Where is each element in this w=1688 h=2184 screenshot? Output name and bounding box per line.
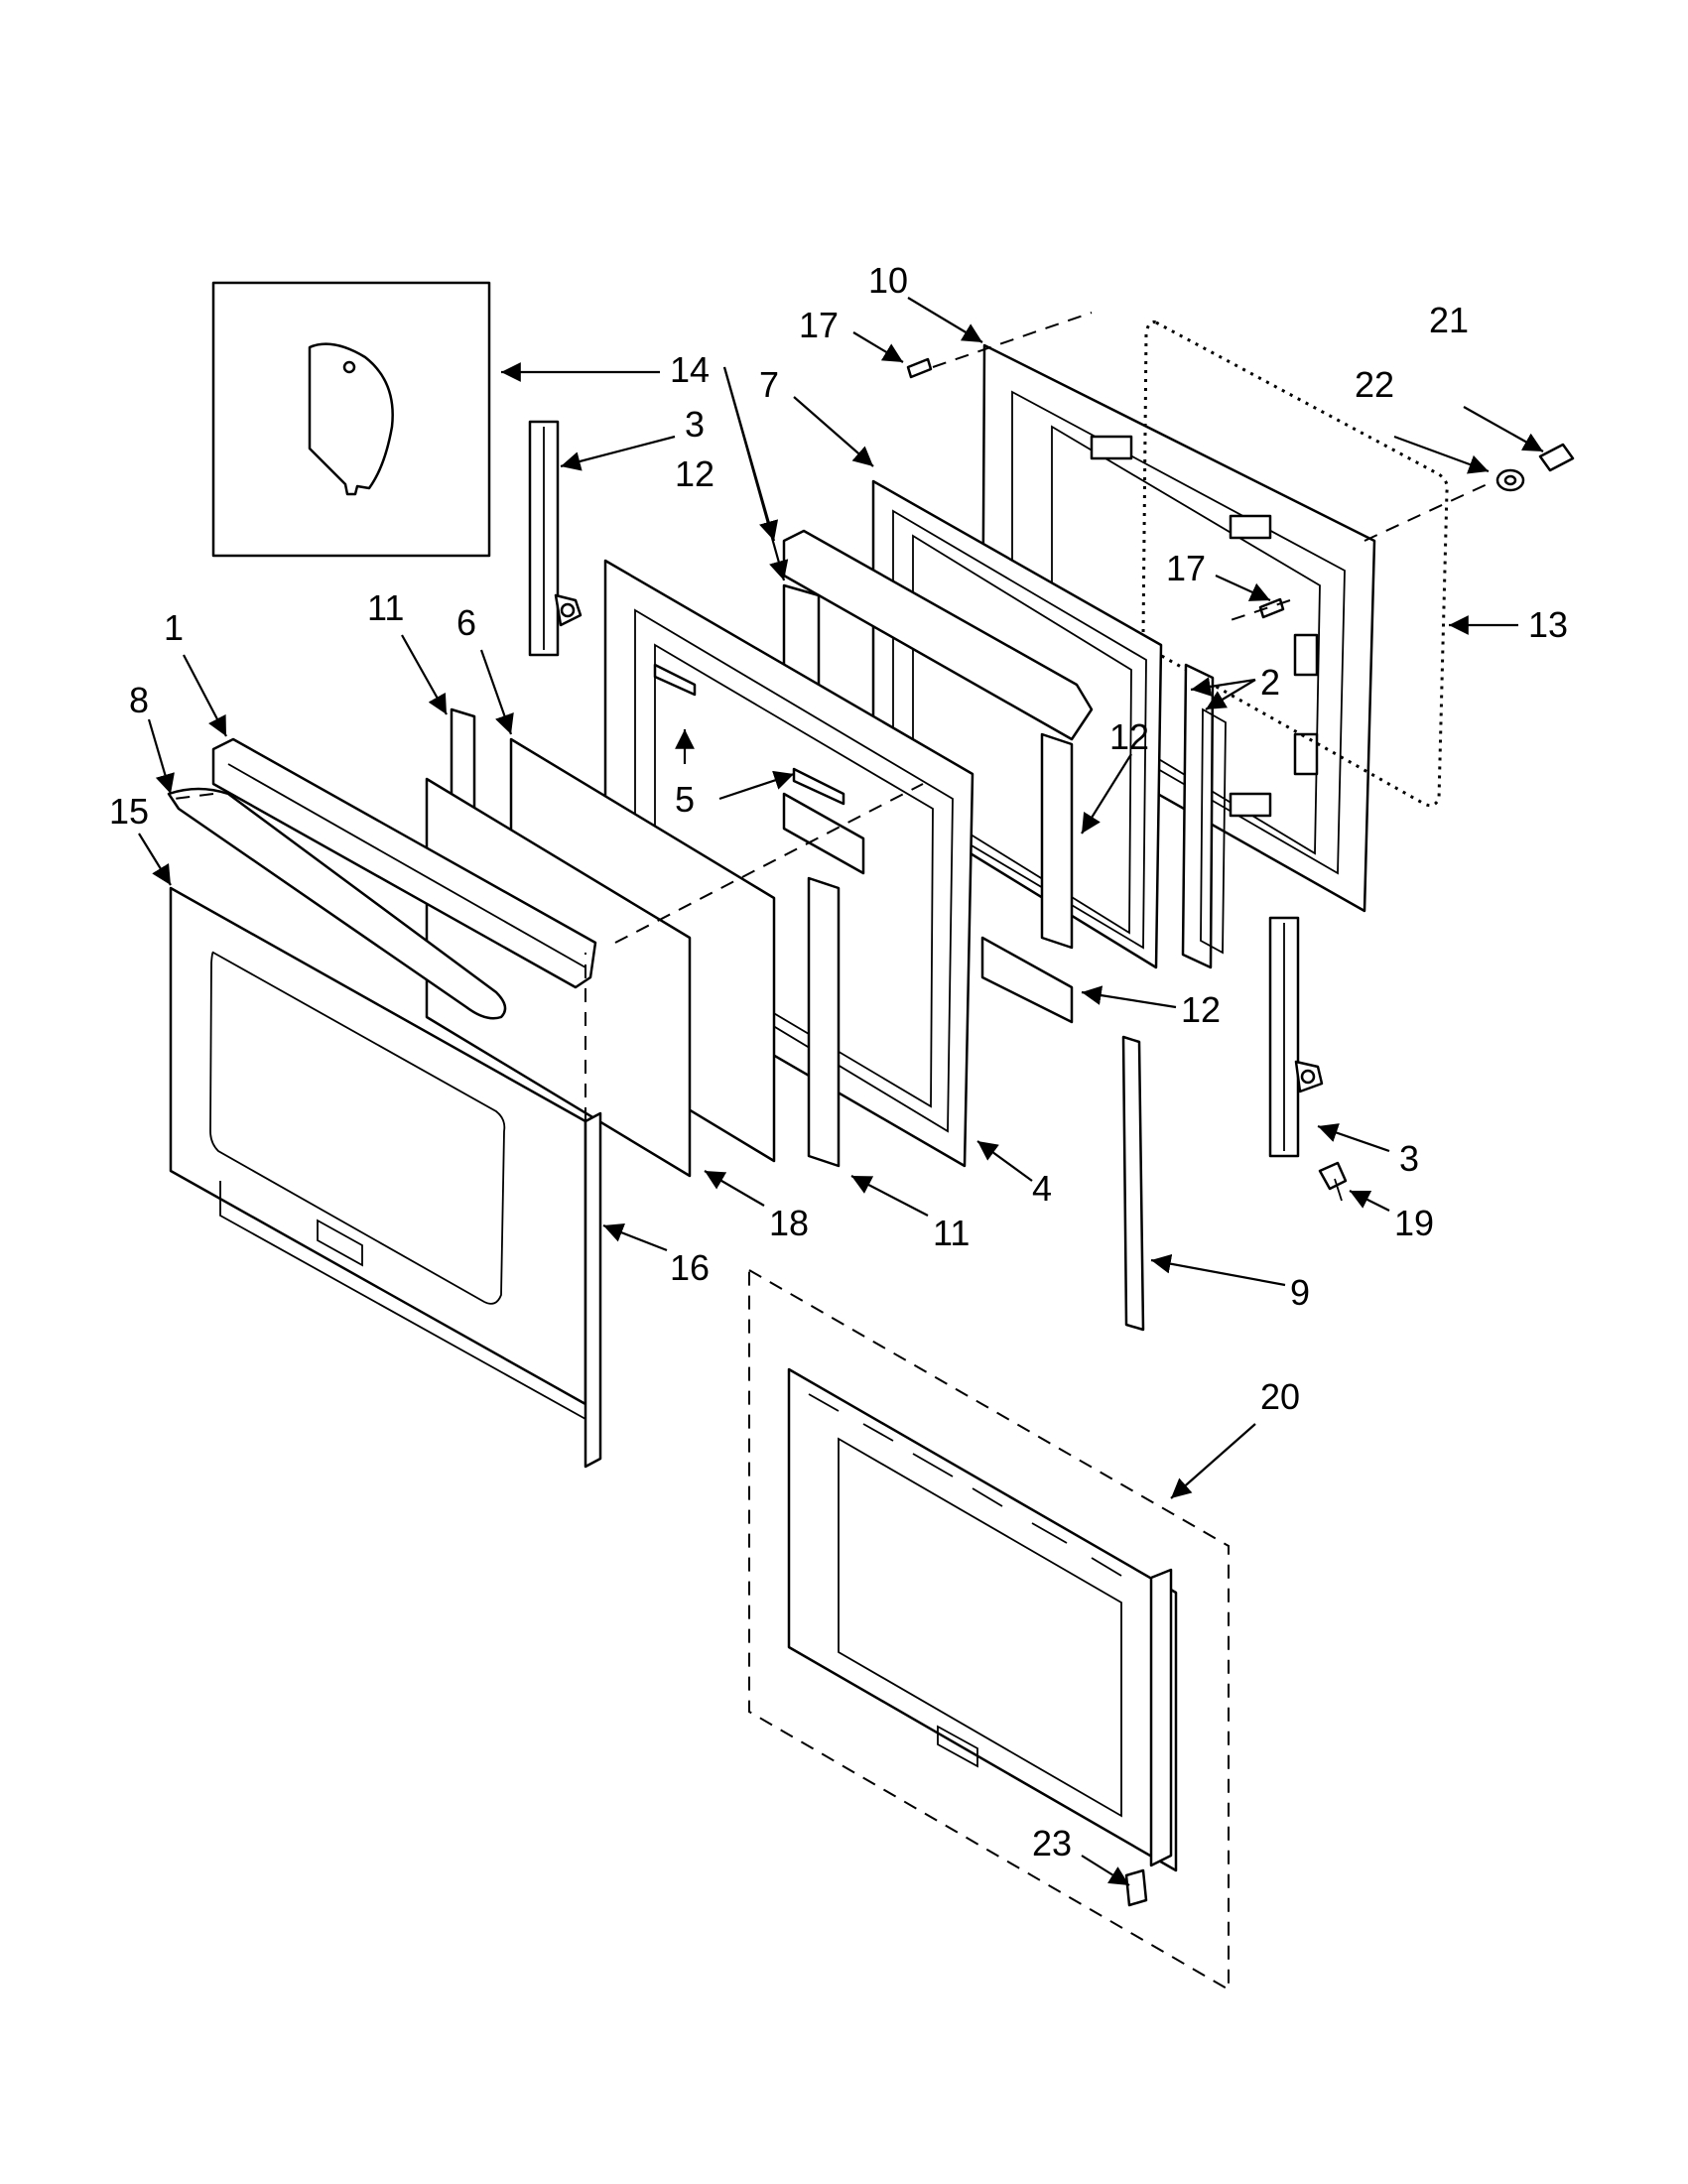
callout-2: 2 — [1260, 662, 1280, 703]
part-10-inner-door-frame — [980, 343, 1376, 913]
part-13-door-gasket — [1141, 321, 1449, 808]
callout-3-lower: 3 — [1399, 1138, 1419, 1179]
leader-arrows — [138, 297, 1544, 1886]
callout-12-right: 12 — [1109, 716, 1149, 757]
part-5-bracket — [653, 663, 845, 806]
part-11-channel-lower — [807, 876, 841, 1168]
callout-8: 8 — [129, 680, 149, 720]
callout-15: 15 — [109, 791, 149, 832]
callout-4: 4 — [1032, 1168, 1052, 1209]
detail-box-part-14 — [211, 281, 491, 558]
callout-11-upper: 11 — [367, 587, 404, 628]
part-7-glass-pack — [871, 479, 1163, 969]
part-23-screw — [1124, 1868, 1148, 1907]
callout-12-bottom: 12 — [1181, 989, 1221, 1030]
callout-19: 19 — [1394, 1203, 1434, 1243]
part-20-door-assembly — [748, 1268, 1230, 1991]
part-3-hinge-lower — [1268, 916, 1324, 1158]
part-9-trim-strip — [1121, 1035, 1145, 1332]
part-12-insulation-bottom — [980, 936, 1074, 1024]
callout-21: 21 — [1429, 300, 1469, 340]
callout-17-lower: 17 — [1166, 548, 1206, 588]
callout-labels: 10 17 7 12 14 3 22 21 17 13 2 12 12 11 6… — [109, 260, 1568, 1863]
alignment-lines — [173, 312, 1494, 1121]
callout-17-upper: 17 — [799, 305, 839, 345]
callout-9: 9 — [1290, 1272, 1310, 1313]
part-8-handle — [167, 787, 507, 1020]
callout-18: 18 — [769, 1203, 809, 1243]
callout-3-upper: 3 — [685, 404, 705, 445]
callout-14: 14 — [670, 349, 710, 390]
part-17-pin-upper — [906, 357, 933, 379]
part-3-hinge-upper — [528, 420, 583, 657]
part-1-top-trim — [211, 737, 597, 989]
callout-11-lower: 11 — [933, 1213, 970, 1253]
part-19-screw — [1318, 1161, 1348, 1202]
callout-16: 16 — [670, 1247, 710, 1288]
part-12-insulation-right — [1040, 732, 1074, 950]
callout-22: 22 — [1355, 364, 1394, 405]
callout-20: 20 — [1260, 1376, 1300, 1417]
callout-1: 1 — [164, 607, 184, 648]
part-21-screw — [1538, 443, 1575, 472]
callout-23: 23 — [1032, 1823, 1072, 1863]
part-22-washer — [1495, 468, 1525, 492]
part-2-glass-shields — [1181, 663, 1227, 969]
callout-7: 7 — [759, 364, 779, 405]
part-16-side-trim — [584, 1111, 602, 1469]
callout-13: 13 — [1528, 604, 1568, 645]
callout-12-upper: 12 — [675, 453, 714, 494]
callout-5: 5 — [675, 779, 695, 820]
callout-6: 6 — [456, 602, 476, 643]
callout-10: 10 — [868, 260, 908, 301]
